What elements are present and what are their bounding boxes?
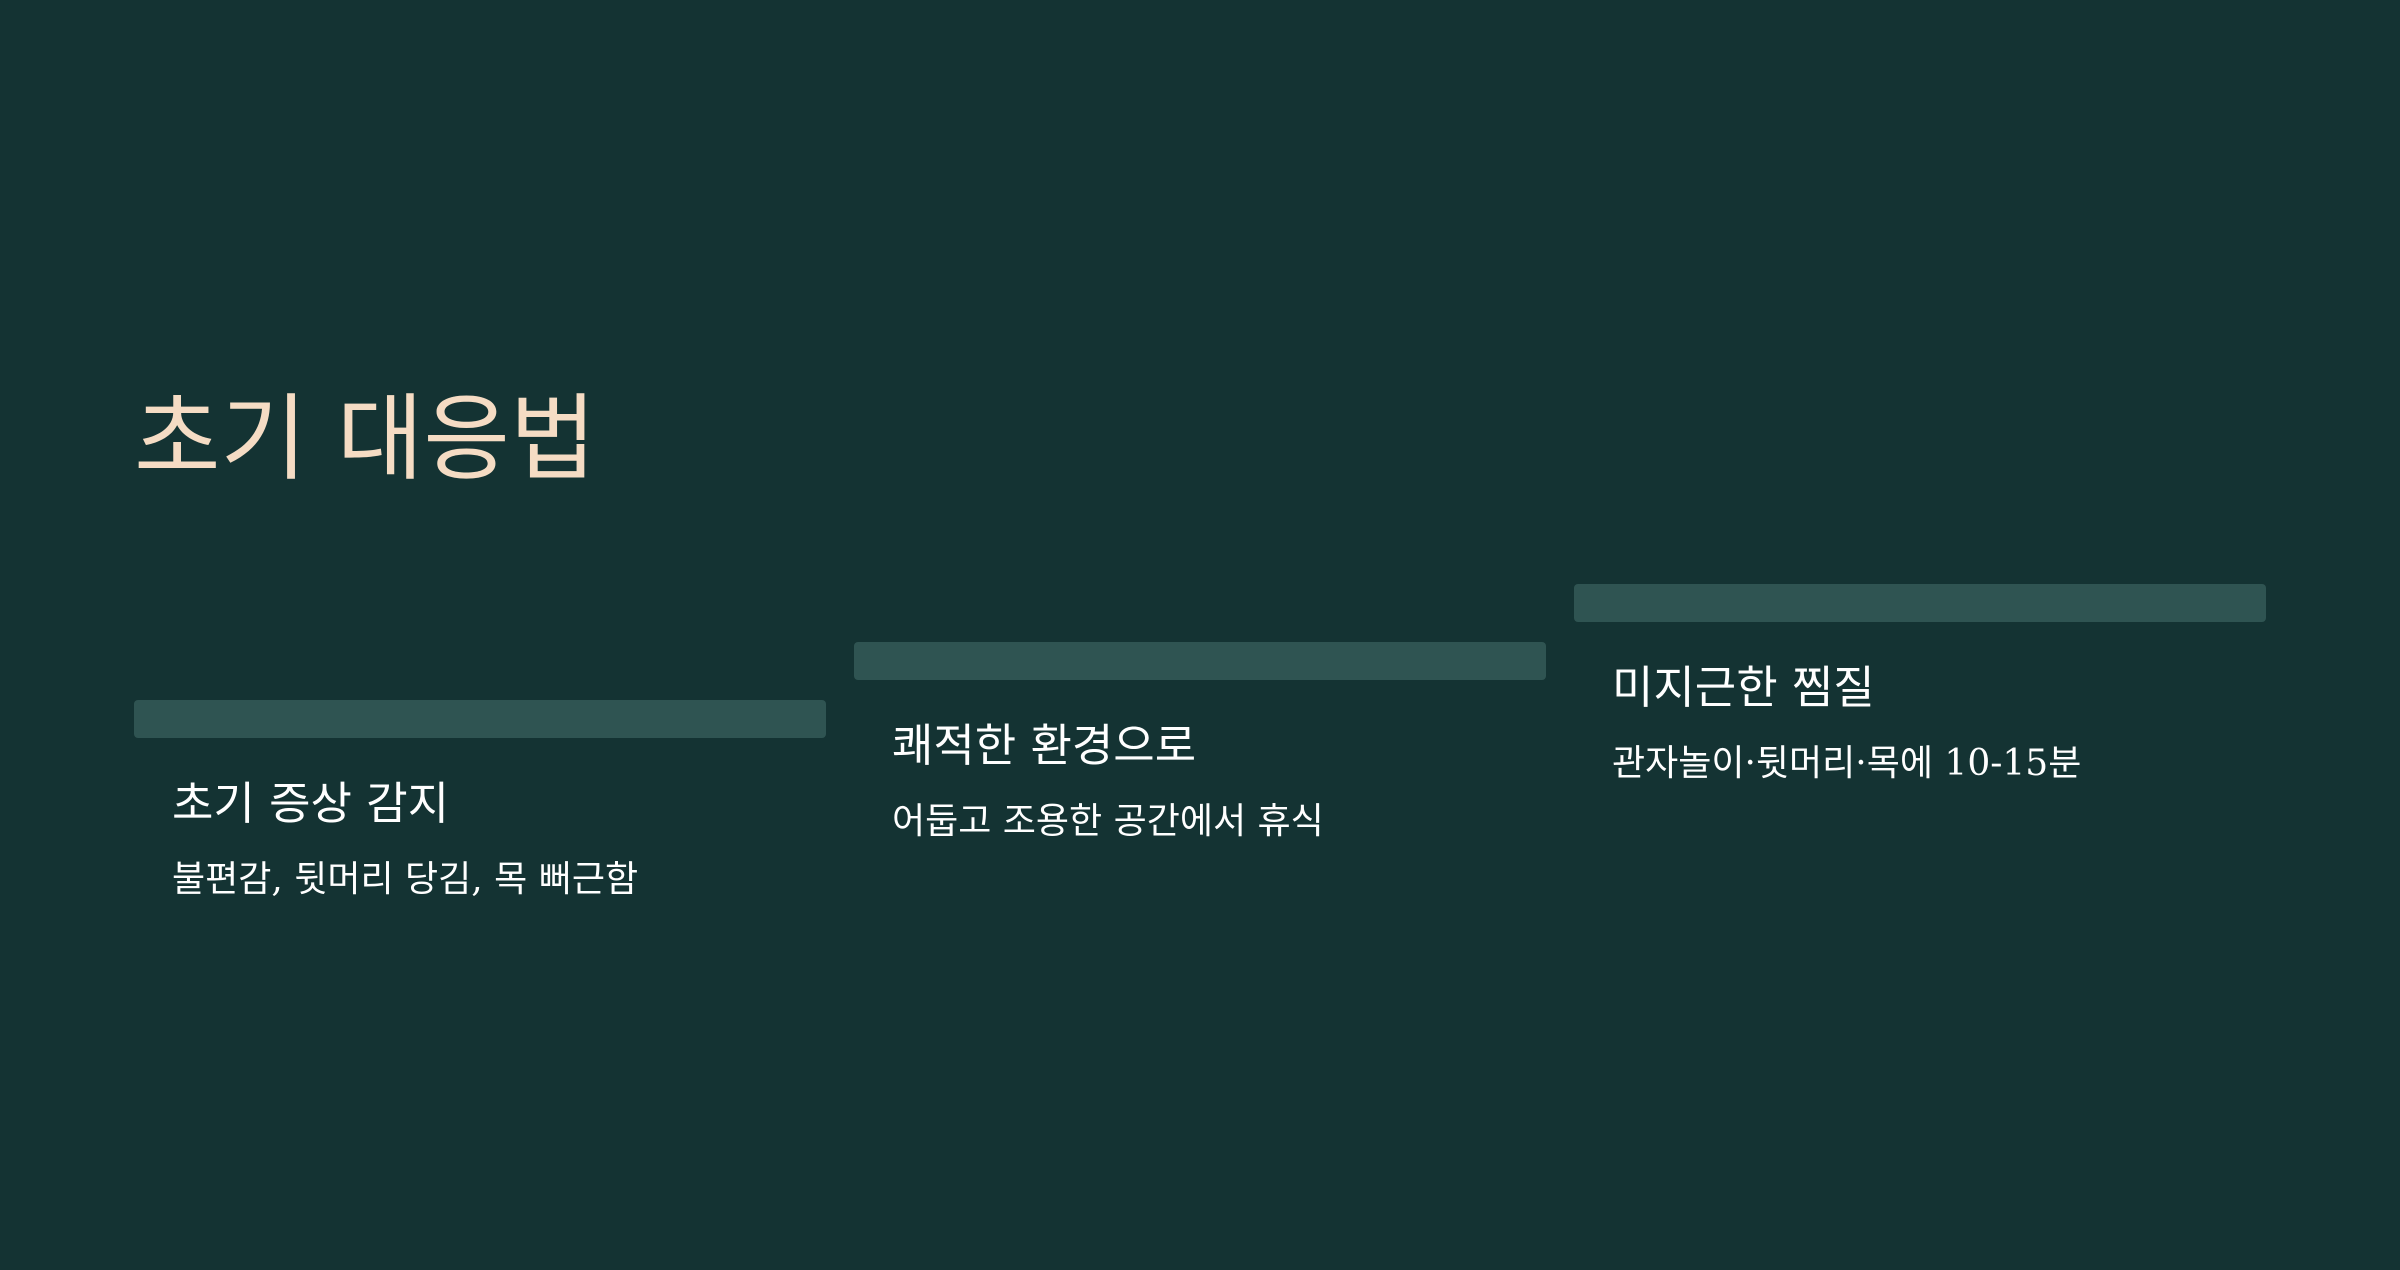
slide-title: 초기 대응법 (134, 385, 597, 494)
step-description: 관자놀이·뒷머리·목에 10-15분 (1612, 743, 2082, 784)
step-card-2: 쾌적한 환경으로 어둡고 조용한 공간에서 휴식 (854, 642, 1546, 846)
step-bar (1574, 584, 2266, 622)
step-description: 불편감, 뒷머리 당김, 목 뻐근함 (172, 859, 639, 900)
step-card-3: 미지근한 찜질 관자놀이·뒷머리·목에 10-15분 (1574, 584, 2266, 788)
step-card-1: 초기 증상 감지 불편감, 뒷머리 당김, 목 뻐근함 (134, 700, 826, 904)
step-heading: 초기 증상 감지 (172, 777, 450, 830)
step-heading: 미지근한 찜질 (1612, 661, 1875, 714)
step-heading: 쾌적한 환경으로 (892, 719, 1197, 772)
step-description: 어둡고 조용한 공간에서 휴식 (892, 801, 1324, 842)
step-bar (854, 642, 1546, 680)
step-bar (134, 700, 826, 738)
